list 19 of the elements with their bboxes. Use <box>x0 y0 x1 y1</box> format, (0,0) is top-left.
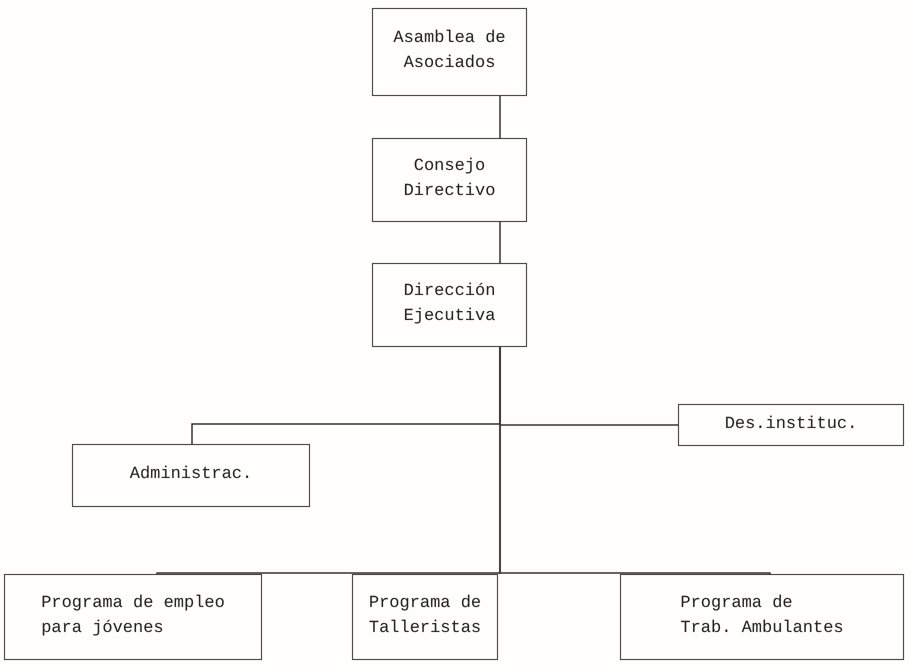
org-box <box>372 138 527 222</box>
box-label: Dirección Ejecutiva <box>402 281 496 328</box>
org-box <box>4 574 262 660</box>
connector-line <box>499 96 501 138</box>
org-box <box>352 574 498 660</box>
box-label: Des.instituc. <box>724 414 858 436</box>
org-box <box>620 574 904 660</box>
box-label: Asamblea de Asociados <box>392 28 507 75</box>
connector-line <box>499 222 501 263</box>
connector-line <box>499 347 771 575</box>
box-label: Programa de Talleristas <box>368 593 482 640</box>
org-box <box>372 8 527 96</box>
box-label: Programa de empleo para jóvenes <box>40 593 226 640</box>
box-label: Programa de Trab. Ambulantes <box>679 593 845 640</box>
box-label: Administrac. <box>128 464 254 486</box>
org-box <box>678 404 904 446</box>
box-label: Consejo Directivo <box>402 156 496 203</box>
org-box <box>72 444 310 507</box>
org-box <box>372 263 527 347</box>
